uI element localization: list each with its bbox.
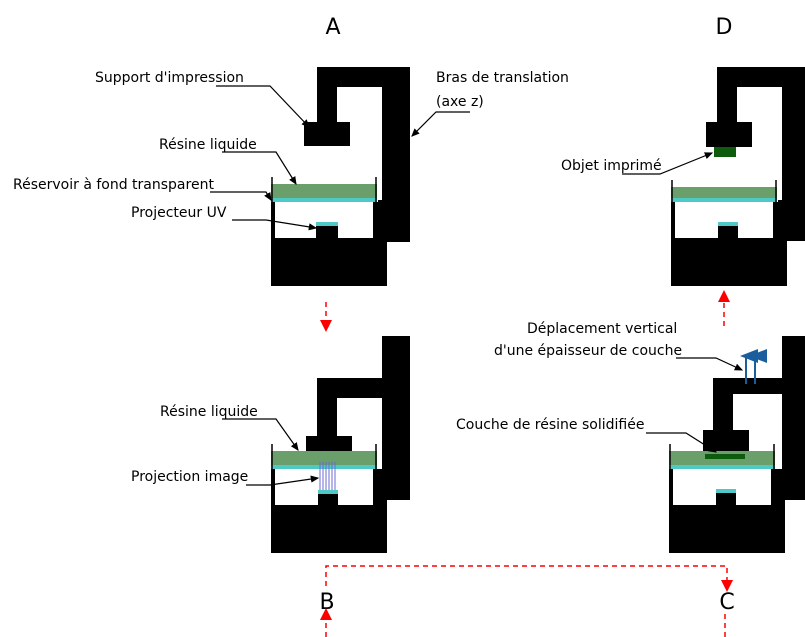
base-a-bottom [271, 238, 387, 286]
flow-b-to-c [325, 565, 733, 592]
projection-rays [319, 462, 336, 490]
base-a-right [373, 202, 387, 238]
printed-object-d [714, 147, 736, 157]
base-d-right [773, 202, 787, 238]
label-deplacement-1: Déplacement vertical [527, 321, 677, 337]
label-support: Support d'impression [95, 70, 244, 86]
tank-floor-a [271, 198, 377, 202]
arm-b-top [317, 378, 410, 398]
base-d-bottom [671, 238, 787, 286]
label-bras-1: Bras de translation [436, 70, 569, 86]
label-resine-b: Résine liquide [160, 404, 258, 420]
build-plate-d [706, 122, 752, 147]
printer-b [271, 336, 410, 553]
arm-a-stem [317, 87, 337, 124]
printer-a [271, 67, 410, 286]
build-plate-c [703, 430, 749, 454]
label-objet: Objet imprimé [561, 158, 662, 174]
base-b-left [271, 469, 275, 505]
resin-b [271, 451, 377, 465]
resin-a [271, 184, 377, 198]
arm-d-vertical [782, 67, 805, 241]
arm-c-stem [713, 394, 733, 434]
arm-c-top [713, 378, 805, 394]
process-flow [320, 290, 733, 637]
printer-d [671, 67, 805, 286]
base-b-bottom [271, 505, 387, 553]
projector-a [316, 224, 338, 239]
label-resine-a: Résine liquide [159, 137, 257, 153]
panel-label-d: D [716, 15, 733, 40]
panel-label-b: B [319, 590, 334, 615]
projector-c [716, 492, 736, 506]
base-a-left [271, 202, 275, 238]
projector-tip-c [716, 489, 736, 493]
panel-label-c: C [719, 590, 734, 615]
label-deplacement-2: d'une épaisseur de couche [494, 343, 682, 359]
solidified-layer-c [705, 454, 745, 459]
tank-floor-b [271, 465, 377, 469]
printer-c [669, 336, 805, 553]
label-projecteur: Projecteur UV [131, 205, 227, 221]
base-c-right [771, 469, 785, 505]
base-d-left [671, 202, 675, 238]
label-projection: Projection image [131, 469, 248, 485]
base-c-left [669, 469, 673, 505]
tank-floor-d [671, 198, 777, 202]
build-plate-a [304, 122, 350, 146]
resin-d [671, 187, 777, 198]
projector-b [318, 492, 338, 506]
panel-label-a: A [325, 15, 340, 40]
base-b-right [373, 469, 387, 505]
tank-floor-c [669, 465, 775, 469]
label-couche: Couche de résine solidifiée [456, 417, 644, 433]
projector-tip-a [316, 222, 338, 226]
projector-tip-d [718, 222, 738, 226]
arm-b-stem [317, 398, 337, 438]
label-bras-2: (axe z) [436, 94, 484, 110]
arm-d-stem [717, 87, 737, 124]
arm-c-vertical [782, 336, 805, 500]
projector-d [718, 224, 738, 239]
label-reservoir: Réservoir à fond transparent [13, 177, 214, 193]
base-c-bottom [669, 505, 785, 553]
projector-tip-b [318, 490, 338, 494]
